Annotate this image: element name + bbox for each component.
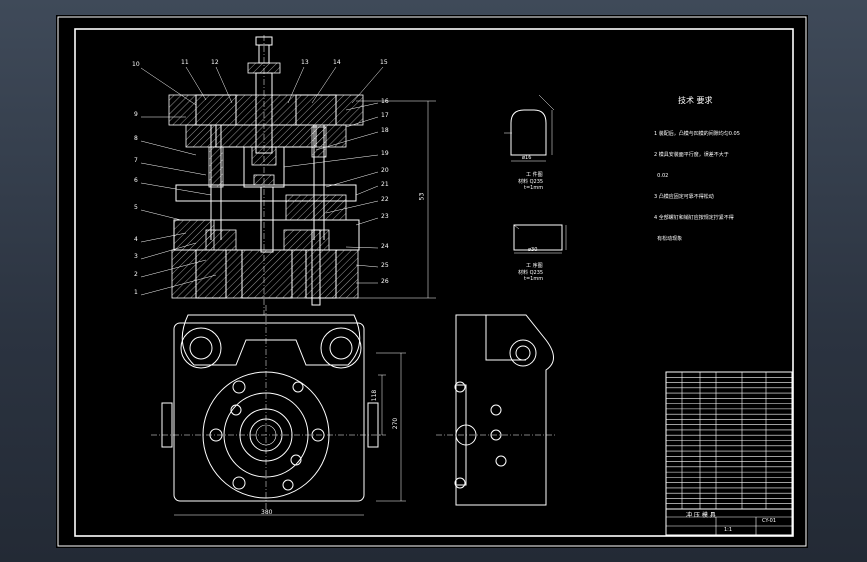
plan-view bbox=[151, 305, 406, 516]
callout-right-5: 21 bbox=[381, 181, 389, 188]
workpiece2-thickness: t=1mm bbox=[524, 276, 544, 282]
workpiece2-dim: ø30 bbox=[528, 247, 538, 253]
callout-right-3: 19 bbox=[381, 150, 389, 157]
title-block-scale: 1:1 bbox=[724, 527, 733, 533]
callout-right-7: 23 bbox=[381, 213, 389, 220]
workpiece1-material: 材料 Q235 bbox=[518, 179, 544, 185]
tech-note: 2 模具安装面平行度，误差不大于 bbox=[654, 152, 729, 158]
callout-left-0: 10 bbox=[132, 61, 140, 68]
workpiece-2 bbox=[513, 224, 567, 254]
callout-right-8: 24 bbox=[381, 243, 389, 250]
tech-note: 0.02 bbox=[654, 173, 669, 179]
callout-left-4: 6 bbox=[134, 177, 138, 184]
inner-border bbox=[74, 28, 794, 537]
workpiece1-label: 工 件图 bbox=[526, 172, 543, 178]
callout-top-0: 11 bbox=[181, 59, 189, 66]
callout-left-3: 7 bbox=[134, 157, 138, 164]
side-view bbox=[436, 314, 556, 506]
drawing-canvas bbox=[57, 16, 807, 547]
callout-top-4: 15 bbox=[380, 59, 388, 66]
tech-title: 技术 要求 bbox=[678, 96, 713, 105]
callouts-right bbox=[283, 102, 379, 284]
tech-note: 3 凸模应固定可靠不得松动 bbox=[654, 194, 714, 200]
callout-right-1: 17 bbox=[381, 112, 389, 119]
tech-note: 1 装配后，凸模与凹模的间隙均匀0.05 bbox=[654, 131, 740, 137]
callout-left-6: 4 bbox=[134, 236, 138, 243]
workpiece1-dim: ø16 bbox=[522, 155, 532, 161]
callout-right-9: 25 bbox=[381, 262, 389, 269]
callout-left-9: 1 bbox=[134, 289, 138, 296]
title-block-heading: 冲 压 模 具 bbox=[686, 512, 716, 519]
outer-border bbox=[57, 16, 807, 547]
callout-left-8: 2 bbox=[134, 271, 138, 278]
callout-left-2: 8 bbox=[134, 135, 138, 142]
title-block-drawing-no: CY-01 bbox=[762, 518, 777, 524]
callout-right-6: 22 bbox=[381, 196, 389, 203]
callouts-left bbox=[140, 67, 217, 296]
callout-top-1: 12 bbox=[211, 59, 219, 66]
callout-top-2: 13 bbox=[301, 59, 309, 66]
callout-top-3: 14 bbox=[333, 59, 341, 66]
dim-v2: 270 bbox=[392, 417, 400, 430]
callout-left-5: 5 bbox=[134, 204, 138, 211]
callout-right-0: 16 bbox=[381, 98, 389, 105]
callout-left-7: 3 bbox=[134, 253, 138, 260]
callout-right-10: 26 bbox=[381, 278, 389, 285]
callout-right-2: 18 bbox=[381, 127, 389, 134]
callout-left-1: 9 bbox=[134, 111, 138, 118]
section-view bbox=[168, 35, 364, 315]
callout-right-4: 20 bbox=[381, 167, 389, 174]
drawing-sheet[interactable]: 10 9 8 7 6 5 4 3 2 1 11 12 13 14 15 16 1… bbox=[56, 15, 808, 548]
tech-note: 有松动现象 bbox=[654, 236, 683, 242]
dim-v1: 118 bbox=[371, 389, 379, 402]
title-block bbox=[665, 371, 793, 536]
workpiece2-label: 工 序图 bbox=[526, 263, 543, 269]
workpiece1-thickness: t=1mm bbox=[524, 185, 544, 191]
workpiece2-material: 材料 Q235 bbox=[518, 270, 544, 276]
tech-note: 4 全部螺钉和销钉应按规定拧紧不得 bbox=[654, 215, 734, 221]
workpiece-1 bbox=[504, 94, 555, 162]
dim-width: 380 bbox=[261, 509, 273, 516]
tech-notes: 1 装配后，凸模与凹模的间隙均匀0.05 2 模具安装面平行度，误差不大于 0.… bbox=[654, 117, 740, 257]
callouts-top bbox=[185, 66, 384, 104]
dim-height: 53 bbox=[418, 192, 426, 201]
annotation-layer: 10 9 8 7 6 5 4 3 2 1 11 12 13 14 15 16 1… bbox=[56, 15, 808, 548]
